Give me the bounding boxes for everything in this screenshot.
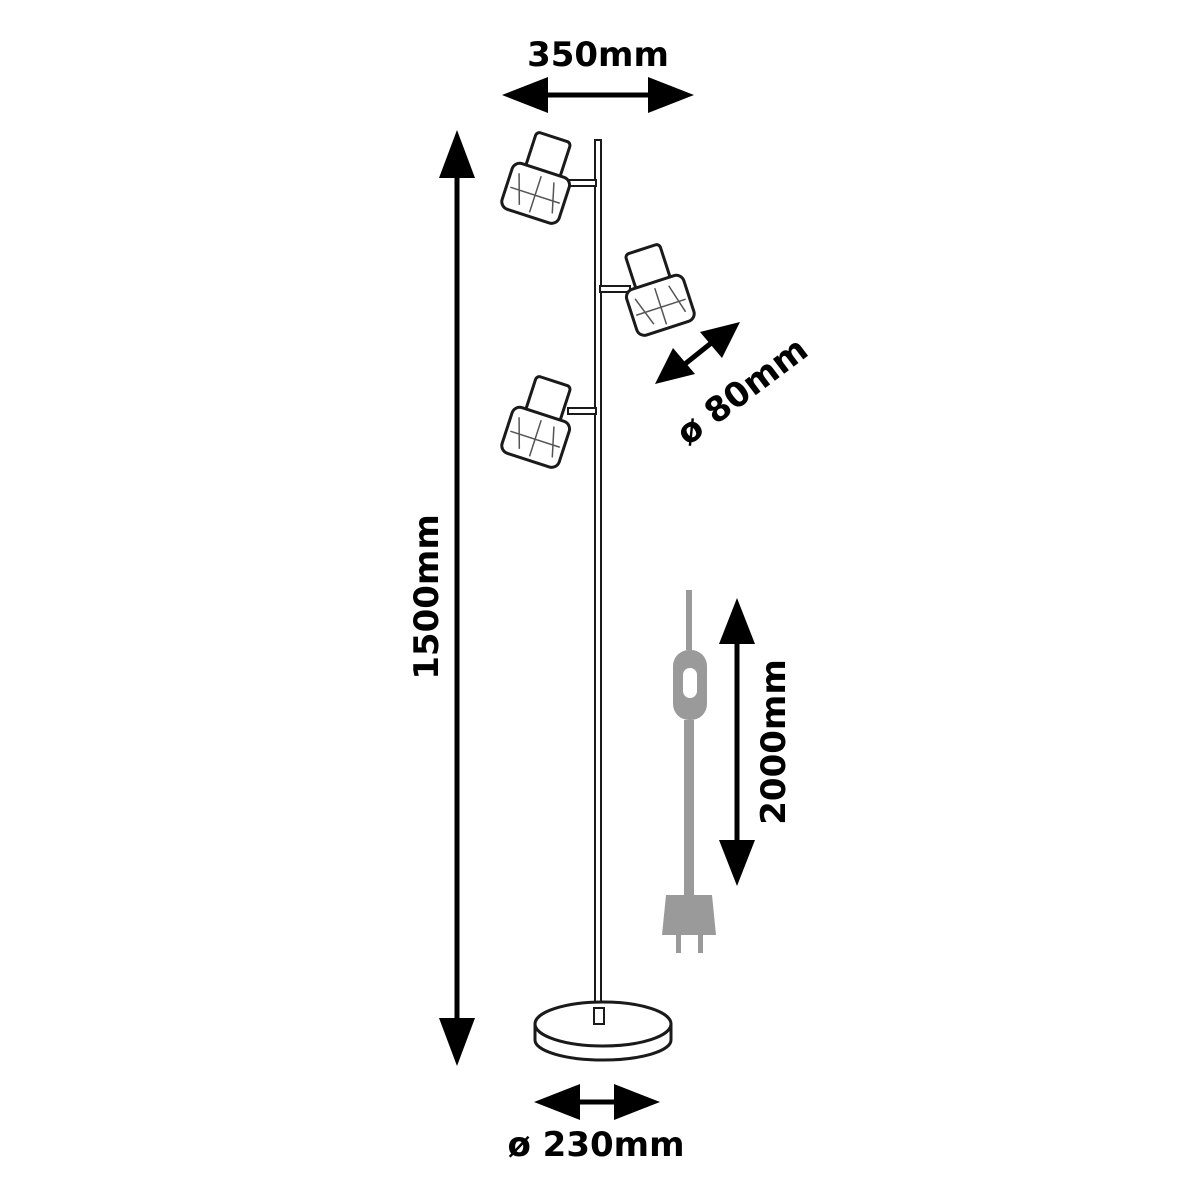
pole bbox=[594, 139, 602, 1011]
lamp-pole bbox=[567, 139, 631, 1011]
base-diameter-dimension: ø 230mm bbox=[507, 1084, 685, 1165]
pole-foot bbox=[593, 1007, 605, 1025]
arm-middle bbox=[599, 285, 631, 293]
plug bbox=[662, 895, 716, 935]
cable-arrow-bottom bbox=[719, 840, 755, 886]
arm-bottom bbox=[567, 407, 597, 415]
cable-length-dimension: 2000mm bbox=[719, 598, 794, 886]
base-arrow-left bbox=[534, 1084, 580, 1120]
power-cable bbox=[662, 590, 716, 953]
spotlight-middle bbox=[624, 243, 696, 337]
shade-arrow-upper-right bbox=[700, 322, 740, 358]
height-dimension: 1500mm bbox=[407, 130, 475, 1066]
width-arrow-left bbox=[502, 77, 548, 113]
spotlight-bottom bbox=[500, 375, 572, 469]
base-diameter-label: ø 230mm bbox=[507, 1125, 684, 1165]
shade-arrow-lower-left bbox=[655, 348, 695, 384]
cable-length-label: 2000mm bbox=[754, 659, 794, 824]
height-arrow-top bbox=[439, 130, 475, 178]
cable-arrow-top bbox=[719, 598, 755, 644]
arm-top bbox=[567, 179, 597, 187]
width-arrow-right bbox=[648, 77, 694, 113]
base-arrow-right bbox=[614, 1084, 660, 1120]
plug-pin-right bbox=[698, 935, 703, 953]
width-dimension: 350mm bbox=[502, 35, 694, 113]
height-arrow-bottom bbox=[439, 1018, 475, 1066]
width-label: 350mm bbox=[527, 35, 669, 75]
plug-pin-left bbox=[676, 935, 681, 953]
spotlight-top bbox=[500, 131, 572, 225]
shade-diameter-label: ø 80mm bbox=[669, 329, 816, 453]
height-label: 1500mm bbox=[407, 514, 447, 679]
lamp-base bbox=[533, 1000, 673, 1062]
shade-diameter-dimension: ø 80mm bbox=[655, 322, 816, 454]
switch-button bbox=[683, 668, 697, 698]
